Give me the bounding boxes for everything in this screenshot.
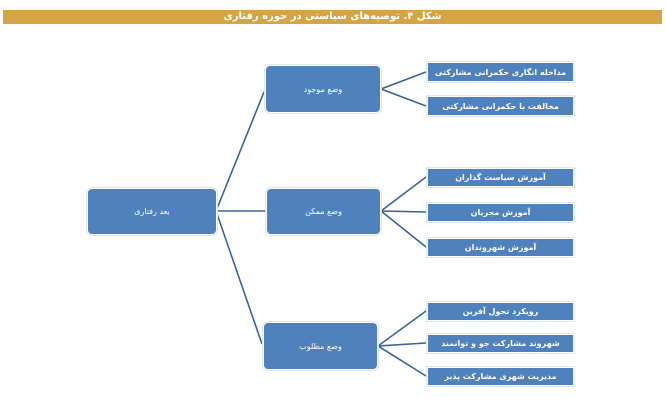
leaf-node: مداخله انگاری حکمرانی مشارکتی [427, 62, 574, 82]
leaf-node: رویکرد تحول آفرین [427, 302, 574, 321]
leaf-node-label: مداخله انگاری حکمرانی مشارکتی [434, 67, 567, 77]
connector-possible-leaf1 [380, 176, 427, 212]
branch-node-desired-state: وضع مطلوب [263, 322, 378, 370]
leaf-node: آموزش سیاست گذاران [427, 168, 574, 187]
leaf-node: مخالفت با حکمرانی مشارکتی [427, 96, 574, 116]
root-node-behavioral-dimension: بعد رفتاری [87, 188, 217, 235]
branch-node-possible-state: وضع ممکن [266, 188, 381, 235]
connector-desired-leaf1 [377, 310, 427, 347]
leaf-node-label: آموزش شهروندان [464, 243, 537, 252]
connector-desired-leaf2 [377, 342, 427, 347]
figure-caption: شکل ۴. توصیه‌های سیاستی در حوزه رفتاری [3, 10, 662, 24]
leaf-node-label: رویکرد تحول آفرین [462, 307, 539, 316]
connector-root-desired [215, 210, 263, 345]
connector-desired-leaf3 [377, 345, 427, 377]
leaf-node-label: آموزش سیاست گذاران [455, 173, 546, 182]
connector-possible-leaf2 [380, 210, 427, 213]
leaf-node-label: آموزش مجریان [470, 208, 531, 217]
connector-root-existing [215, 91, 265, 212]
connector-existing-leaf2 [380, 88, 427, 107]
branch-node-existing-state: وضع موجود [265, 65, 381, 113]
connector-existing-leaf1 [380, 71, 427, 90]
leaf-node: آموزش مجریان [427, 203, 574, 222]
leaf-node: مدیریت شهری مشارکت پذیر [427, 367, 574, 386]
connector-possible-leaf3 [380, 210, 427, 248]
branch-node-label: وضع مطلوب [299, 341, 342, 351]
leaf-node: شهروند مشارکت جو و توانمند [427, 334, 574, 353]
leaf-node-label: مخالفت با حکمرانی مشارکتی [442, 101, 559, 111]
leaf-node: آموزش شهروندان [427, 238, 574, 257]
branch-node-label: وضع موجود [303, 84, 343, 94]
branch-node-label: وضع ممکن [305, 207, 342, 216]
root-node-label: بعد رفتاری [134, 207, 170, 216]
leaf-node-label: مدیریت شهری مشارکت پذیر [444, 372, 557, 381]
leaf-node-label: شهروند مشارکت جو و توانمند [441, 339, 560, 348]
